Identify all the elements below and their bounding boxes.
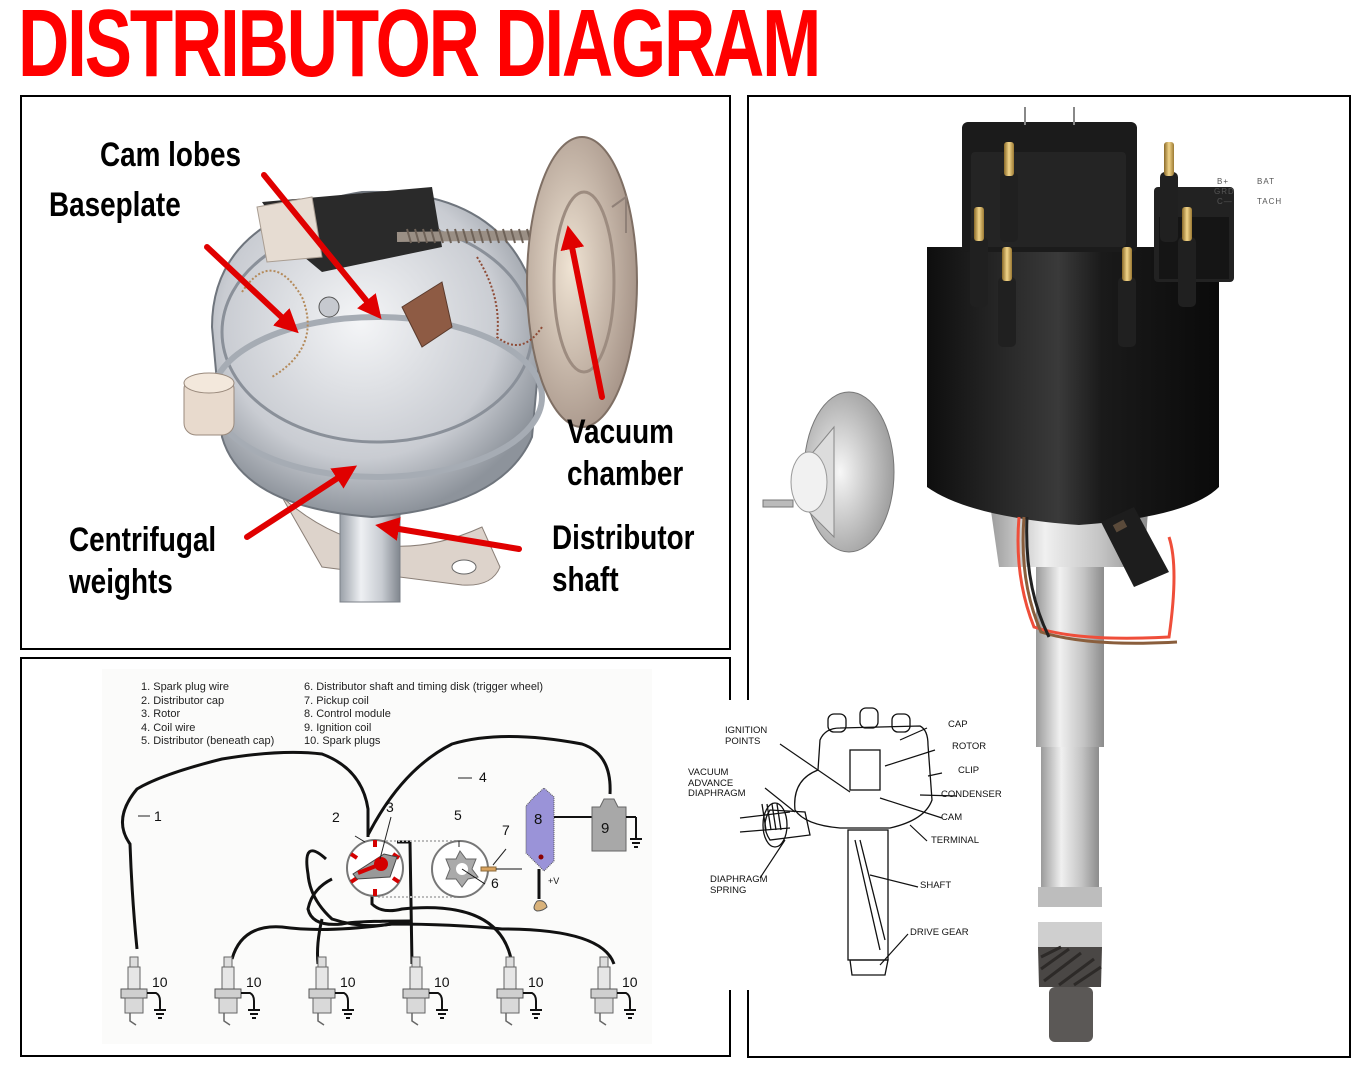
spark-plug — [120, 956, 166, 1026]
spark-plug — [214, 956, 260, 1026]
spark-plug-label: 10 — [622, 974, 638, 990]
label-condenser-part: CONDENSER — [941, 789, 1002, 800]
callout-baseplate: Baseplate — [49, 186, 181, 224]
label-distributor: 5 — [454, 807, 462, 823]
advance-spring — [396, 228, 553, 244]
terminal-bat: BAT — [1257, 177, 1275, 186]
terminal-b-plus: B+ — [1217, 177, 1230, 186]
distributor-cap — [346, 839, 404, 897]
spark-plugs — [120, 956, 636, 1026]
wiring-harness — [1016, 516, 1178, 645]
terminal-tach: TACH — [1257, 197, 1283, 206]
label-clip-part: CLIP — [958, 765, 980, 776]
control-module — [525, 787, 592, 912]
cap-tower — [970, 207, 988, 307]
coil-wire — [366, 735, 612, 836]
label-shaft-part: SHAFT — [920, 880, 952, 891]
spark-plug-wires — [120, 735, 616, 965]
legend-right: 6. Distributor shaft and timing disk (tr… — [304, 681, 544, 747]
label-coil-wire: 4 — [479, 769, 487, 785]
spark-plug-label: 10 — [152, 974, 168, 990]
trigger-wheel-assembly — [431, 840, 522, 898]
arrow-baseplate — [204, 244, 299, 334]
spark-plug-towers — [970, 142, 1196, 347]
cutaway-illustration — [183, 136, 638, 603]
arrow-centrifugal-weights — [244, 465, 358, 540]
ignition-key — [533, 900, 548, 912]
callout-arrows — [204, 172, 605, 552]
spark-plug-label: 10 — [246, 974, 262, 990]
label-ignition-coil: 9 — [601, 820, 610, 837]
label-trigger-wheel: 6 — [491, 875, 499, 891]
vacuum-advance-canister — [762, 391, 895, 553]
arrow-distributor-shaft — [375, 517, 522, 552]
ignition-wiring-schematic-panel: 1. Spark plug wire 2. Distributor cap 3.… — [20, 657, 731, 1057]
terminal-grd: GRD — [1214, 187, 1235, 196]
cap-tower — [1160, 142, 1178, 242]
cap-tower — [998, 247, 1016, 347]
cap-tower — [1178, 207, 1196, 307]
label-drive-gear-part: DRIVE GEAR — [910, 927, 969, 938]
spark-plug-label: 10 — [340, 974, 356, 990]
label-pickup-coil: 7 — [502, 822, 510, 838]
arrow-vacuum-chamber — [560, 225, 605, 400]
spark-plug — [496, 956, 542, 1026]
spark-plug-label: 10 — [434, 974, 450, 990]
spark-plug — [402, 956, 448, 1026]
label-supply-voltage: +V — [548, 876, 560, 886]
terminal-c-minus: C— — [1217, 197, 1233, 206]
spark-plug-label: 10 — [528, 974, 544, 990]
callout-cam-lobes: Cam lobes — [100, 136, 242, 174]
spark-plug — [308, 956, 354, 1026]
label-control-module: 8 — [534, 811, 543, 828]
label-terminal-part: TERMINAL — [931, 835, 980, 846]
label-cap-part: CAP — [948, 719, 968, 730]
label-rotor: 3 — [386, 799, 394, 815]
condenser-part — [183, 372, 235, 436]
label-rotor-part: ROTOR — [952, 741, 987, 752]
shaft — [1036, 567, 1104, 747]
label-cap: 2 — [332, 809, 340, 825]
breaker-arm — [401, 281, 453, 348]
hei-distributor-photo — [762, 107, 1234, 1042]
points-distributor-line-drawing — [739, 707, 958, 976]
cap-tower — [1118, 247, 1136, 347]
page-title: DISTRIBUTOR DIAGRAM — [18, 0, 821, 97]
plug-wire-1 — [120, 750, 370, 950]
label-cam-part: CAM — [941, 812, 963, 823]
ignition-coil — [591, 798, 642, 852]
label-spark-plug-wire: 1 — [154, 808, 162, 824]
wiring-schematic — [120, 735, 642, 1026]
spark-plug — [590, 956, 636, 1026]
cap-tower — [1000, 142, 1018, 242]
arrow-cam-lobes — [261, 172, 382, 320]
legend-left: 1. Spark plug wire 2. Distributor cap 3.… — [141, 681, 275, 747]
pickup-coil — [480, 866, 497, 872]
